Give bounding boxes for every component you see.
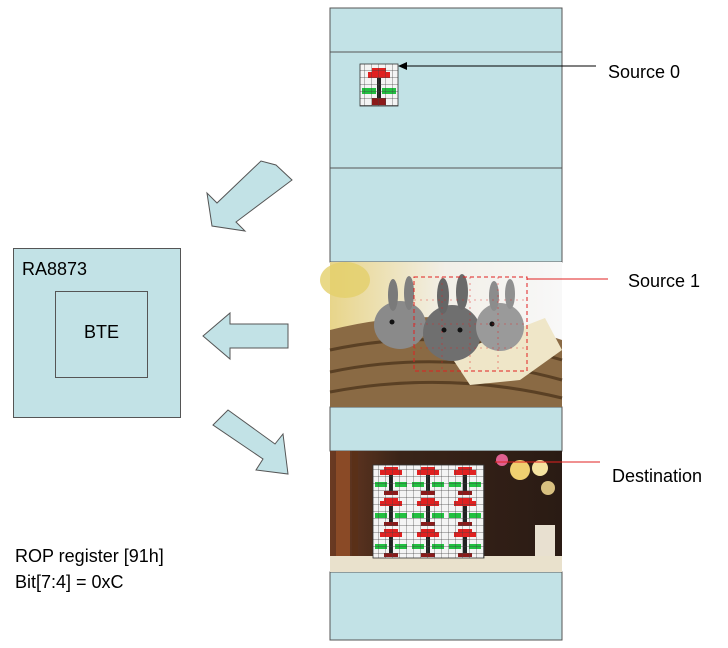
memory-block-gap1 [329, 167, 563, 263]
source0-label: Source 0 [608, 62, 681, 82]
destination-photo [330, 451, 562, 572]
rop-line-1: ROP register [91h] [15, 546, 164, 566]
memory-block-bottom [329, 571, 563, 641]
chip-title: RA8873 [22, 259, 88, 279]
arrow-source0-to-chip [206, 160, 293, 232]
rop-line-2: Bit[7:4] = 0xC [15, 572, 124, 592]
destination-tiled-pattern [372, 464, 485, 559]
source1-label: Source 1 [628, 271, 701, 291]
source0-pattern-image [359, 63, 399, 107]
bte-label: BTE [83, 322, 119, 342]
rop-register-note: ROP register [91h] Bit[7:4] = 0xC [15, 543, 164, 595]
memory-block-top [329, 7, 563, 53]
source1-photo [320, 262, 563, 407]
memory-block-gap2 [329, 406, 563, 452]
bte-engine-box: BTE [55, 291, 148, 378]
destination-label: Destination [612, 466, 703, 486]
ra8873-chip: RA8873 BTE [13, 248, 181, 418]
annotation-lines [398, 62, 608, 463]
arrow-chip-to-destination [212, 409, 289, 475]
arrow-source1-to-chip [202, 311, 289, 361]
